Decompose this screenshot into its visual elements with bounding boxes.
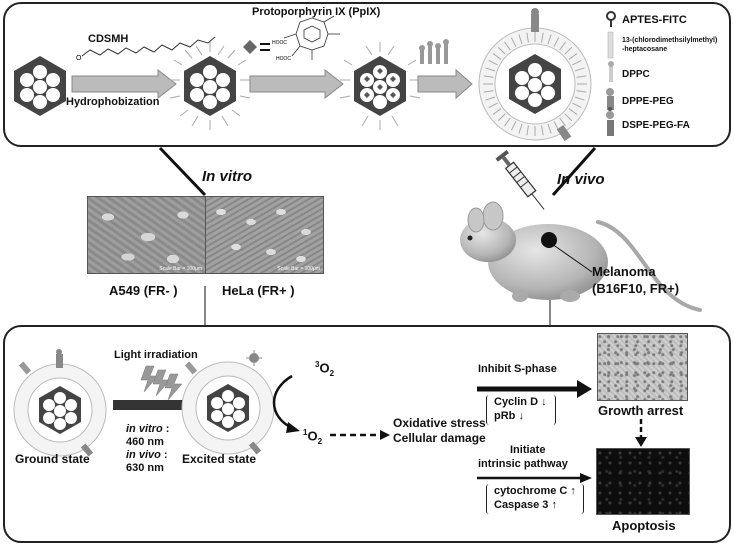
dspe-peg-fa-icon <box>606 107 614 136</box>
lipid-coated-particle <box>478 8 592 142</box>
legend-dspe-peg-fa: DSPE-PEG-FA <box>622 120 690 131</box>
singlet-oxygen-sup: 1 <box>303 428 308 437</box>
apoptosis-image <box>596 448 690 515</box>
legend-apts-fitc: APTES-FITC <box>622 14 687 26</box>
ground-state-label: Ground state <box>15 452 90 466</box>
ppix-diamond-icon <box>243 40 257 54</box>
light-irradiation-label: Light irradiation <box>114 349 198 361</box>
in-vivo-wavelength-label: in vivo <box>126 449 161 461</box>
wavelength-info: in vitro : 460 nm in vivo : 630 nm <box>126 423 170 474</box>
cyclin-d-label: Cyclin D ↓ <box>494 396 547 408</box>
growth-arrest-label: Growth arrest <box>598 403 684 418</box>
legend-icons <box>606 11 616 136</box>
melanoma-label: Melanoma <box>592 264 656 279</box>
lipid-coating-arrow <box>417 68 473 100</box>
legend-heptacosane-line2: -heptacosane <box>622 46 668 53</box>
hydrophobized-particle <box>169 42 251 130</box>
cytochrome-c-label: cytochrome C ↑ <box>494 485 576 497</box>
excited-state-label: Excited state <box>182 452 257 466</box>
singlet-oxygen-o: O <box>307 428 318 444</box>
triplet-oxygen: 3O2 <box>315 360 334 378</box>
hydrophobic-chains <box>169 42 251 130</box>
lipid-bilayer-ticks <box>483 32 587 136</box>
hela-label: HeLa (FR+ ) <box>222 283 295 298</box>
a549-label: A549 (FR- ) <box>109 283 178 298</box>
growth-arrest-image <box>597 333 688 401</box>
in-vivo-wavelength: 630 nm <box>126 462 164 474</box>
ppix-title: Protoporphyrin IX (PpIX) <box>252 6 381 18</box>
dppc-icon <box>608 61 614 82</box>
legend-heptacosane-line1: 13-(chlorodimethsilylmethyl) <box>622 37 718 44</box>
svg-text:O: O <box>76 55 82 62</box>
legend-dppe-peg: DPPE-PEG <box>622 96 674 107</box>
legend-dppc: DPPC <box>622 69 650 80</box>
apoptosis-label: Apoptosis <box>612 518 676 533</box>
in-vitro-wavelength-label: in vitro <box>126 423 163 435</box>
initiate-label: Initiate <box>510 444 546 456</box>
cdsmh-label: CDSMH <box>88 33 129 45</box>
triplet-oxygen-sub: 2 <box>329 368 335 378</box>
ppix-molecule: HOOC HOOC <box>243 15 340 62</box>
melanoma-cell-line: (B16F10, FR+) <box>592 281 680 296</box>
caspase-3-label: Caspase 3 ↑ <box>494 499 557 511</box>
inhibit-s-phase-label: Inhibit S-phase <box>478 363 557 375</box>
heptacosane-icon <box>607 31 614 59</box>
hela-scale-bar: Scale Bar = 100μm <box>277 266 320 272</box>
cell-cycle-markers-box <box>486 395 556 425</box>
cellular-damage-label: Cellular damage <box>393 431 486 445</box>
in-vivo-label: In vivo <box>557 171 605 188</box>
bare-msn-particle <box>14 56 66 116</box>
hydrophobization-arrow <box>71 68 177 100</box>
svg-text:HOOC: HOOC <box>276 56 291 62</box>
ppix-loaded-particle <box>339 42 421 130</box>
intrinsic-pathway-label: intrinsic pathway <box>478 458 568 470</box>
in-vitro-label: In vitro <box>202 168 253 185</box>
lipid-mix-icon <box>419 39 449 64</box>
a549-scale-bar: Scale Bar = 100μm <box>159 266 202 272</box>
prb-label: pRb ↓ <box>494 410 524 422</box>
triplet-oxygen-sup: 3 <box>315 360 320 369</box>
singlet-oxygen-sub: 2 <box>317 436 323 446</box>
cdsmh-chain: O <box>76 36 216 62</box>
svg-text:HOOC: HOOC <box>272 40 287 46</box>
hydrophobization-label: Hydrophobization <box>66 96 160 108</box>
porphyrin-ring-icon <box>283 15 340 60</box>
singlet-oxygen: 1O2 <box>303 428 322 446</box>
oxidative-stress-label: Oxidative stress <box>393 416 486 430</box>
apts-fitc-icon <box>606 11 616 27</box>
melanoma-tumor-icon <box>541 232 557 248</box>
bare-msn-pores <box>20 65 60 109</box>
hela-cell-image: Scale Bar = 100μm <box>205 196 324 274</box>
in-vitro-wavelength: 460 nm <box>126 436 164 448</box>
apoptosis-markers-box <box>486 484 584 514</box>
ppix-loading-arrow <box>249 68 344 100</box>
a549-cell-image: Scale Bar = 100μm <box>87 196 206 274</box>
dppe-peg-icon <box>606 88 614 110</box>
triplet-oxygen-o: O <box>319 360 330 376</box>
